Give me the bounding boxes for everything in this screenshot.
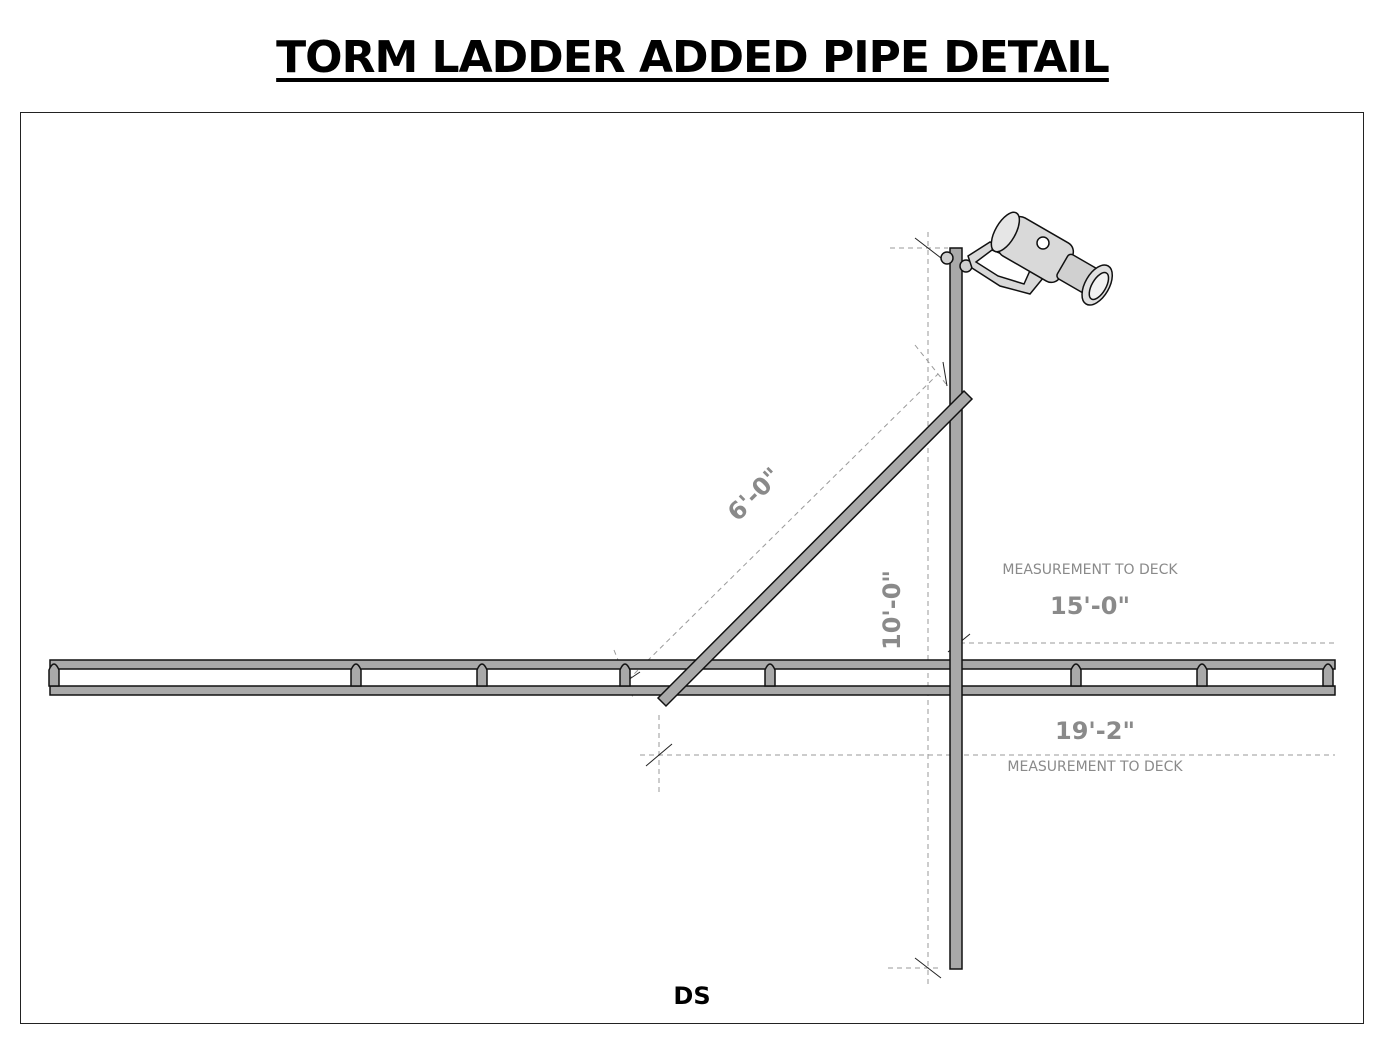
diagonal-extension-upper: [914, 344, 947, 385]
truss-web: [476, 663, 488, 687]
stage-light-fixture-icon: [940, 211, 1114, 306]
page-title: TORM LADDER ADDED PIPE DETAIL: [276, 32, 1110, 83]
truss-web: [619, 663, 631, 687]
fixture-yoke-opening: [974, 249, 1034, 285]
upper-deck-dimension: 15'-0": [1050, 592, 1130, 620]
reference-lines: [613, 232, 1335, 985]
diagonal-dimension-line: [627, 373, 939, 681]
truss-web: [764, 663, 776, 687]
lower-deck-dimension: 19'-2": [1055, 717, 1135, 745]
bottom-tick: [914, 957, 942, 979]
truss-web: [350, 663, 362, 687]
top-tick: [914, 237, 942, 259]
truss-web: [1196, 663, 1208, 687]
vertical-segment-dimension: 10'-0": [878, 570, 906, 650]
lower-measurement-note: MEASUREMENT TO DECK: [1007, 759, 1183, 775]
diagonal-pipe: [656, 389, 974, 708]
truss-web: [1070, 663, 1082, 687]
diagonal-pipe-dimension: 6'-0": [722, 462, 787, 527]
upper-measurement-note: MEASUREMENT TO DECK: [1002, 562, 1178, 578]
diagonal-upper-tick: [942, 361, 948, 387]
fixture-lens: [1088, 271, 1110, 301]
lower-deck-tick: [645, 743, 673, 767]
truss-bottom-chord: [49, 685, 1336, 696]
truss-web: [1322, 663, 1334, 687]
fixture-knob: [1036, 236, 1050, 250]
vertical-pipe: [949, 247, 963, 970]
fixture-back-cap: [990, 211, 1021, 253]
truss-web: [48, 663, 60, 687]
truss-webs: [48, 663, 1334, 687]
downstage-marker: DS: [673, 982, 710, 1010]
clamp-bolt-left: [940, 251, 954, 265]
drawing-frame: [20, 112, 1364, 1024]
